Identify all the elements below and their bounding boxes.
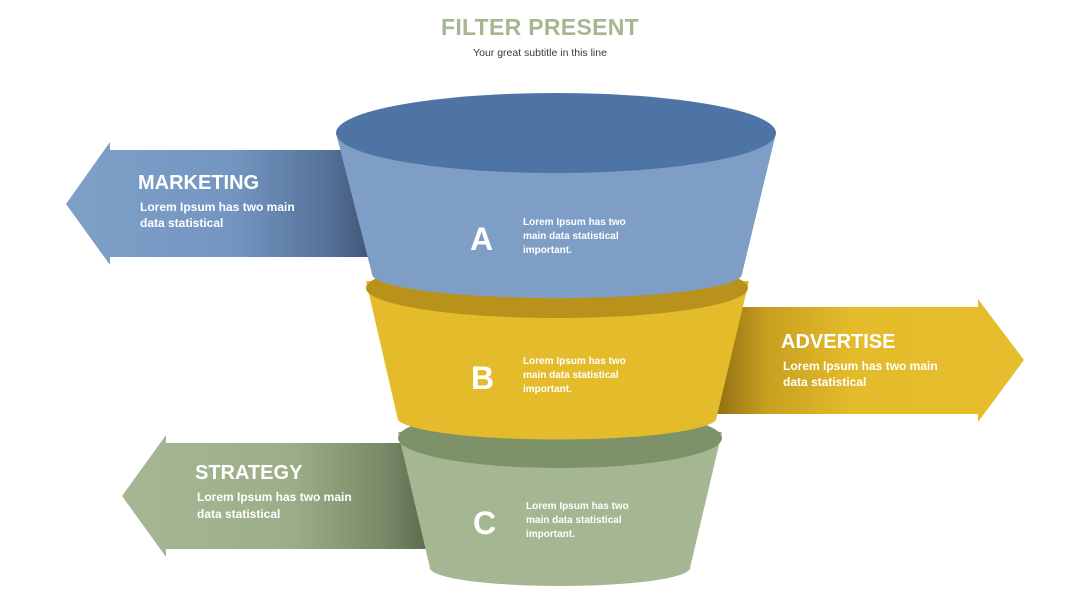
page-subtitle: Your great subtitle in this line bbox=[473, 47, 607, 59]
stage-a-line2: main data statistical bbox=[523, 231, 619, 242]
strategy-desc-line1: Lorem Ipsum has two main bbox=[197, 490, 352, 504]
stage-a-line1: Lorem Ipsum has two bbox=[523, 217, 626, 228]
stage-a-top bbox=[336, 93, 776, 173]
stage-a-body bbox=[336, 133, 776, 299]
stage-c-body bbox=[398, 432, 722, 586]
stage-b-line3: important. bbox=[523, 384, 572, 395]
marketing-desc-line2: data statistical bbox=[140, 216, 223, 230]
advertise-title: ADVERTISE bbox=[781, 331, 895, 353]
stage-b-line2: main data statistical bbox=[523, 370, 619, 381]
marketing-arrow bbox=[66, 142, 372, 265]
stage-a-letter: A bbox=[470, 221, 493, 257]
stage-c-letter: C bbox=[473, 505, 496, 541]
advertise-desc-line2: data statistical bbox=[783, 375, 866, 389]
stage-b-body bbox=[366, 281, 749, 440]
marketing-title: MARKETING bbox=[138, 172, 259, 194]
funnel-stage-a: A Lorem Ipsum has two main data statisti… bbox=[336, 93, 776, 299]
stage-c-line2: main data statistical bbox=[526, 515, 622, 526]
page-title: FILTER PRESENT bbox=[440, 14, 639, 40]
stage-a-line3: important. bbox=[523, 245, 572, 256]
stage-b-line1: Lorem Ipsum has two bbox=[523, 356, 626, 367]
strategy-arrow bbox=[122, 435, 428, 557]
stage-c-line3: important. bbox=[526, 529, 575, 540]
stage-b-letter: B bbox=[471, 360, 494, 396]
advertise-desc-line1: Lorem Ipsum has two main bbox=[783, 359, 938, 373]
stage-c-line1: Lorem Ipsum has two bbox=[526, 501, 629, 512]
marketing-desc-line1: Lorem Ipsum has two main bbox=[140, 200, 295, 214]
advertise-arrow bbox=[710, 299, 1024, 422]
strategy-title: STRATEGY bbox=[195, 462, 303, 484]
strategy-desc-line2: data statistical bbox=[197, 507, 280, 521]
